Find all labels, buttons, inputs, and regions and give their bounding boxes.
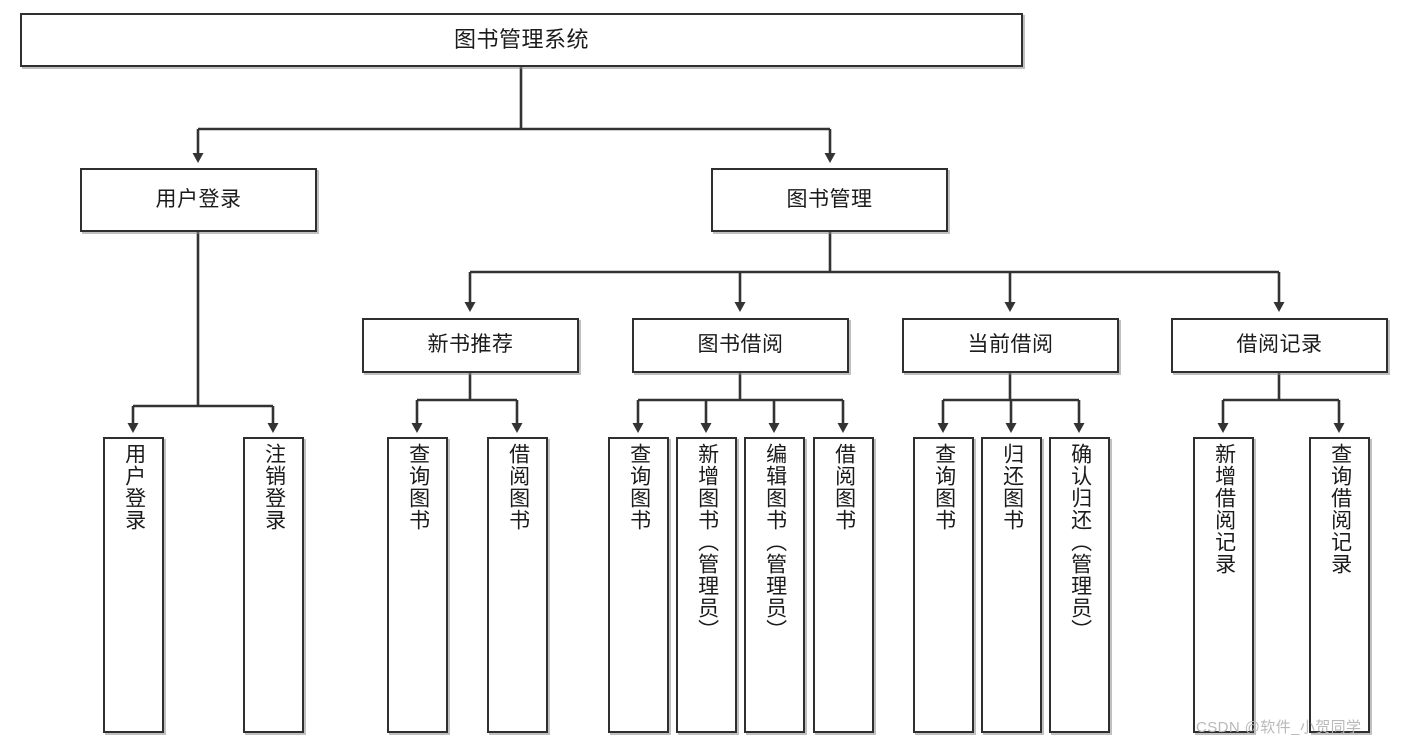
node-leaf-user-login[interactable]: 用户登录 [103, 437, 164, 733]
node-borrow-record[interactable]: 借阅记录 [1171, 318, 1388, 373]
node-leaf-add-book-label: 新增图书（管理员） [695, 443, 719, 641]
node-leaf-borrow-book-2-label: 借阅图书 [832, 443, 856, 531]
node-leaf-return-book[interactable]: 归还图书 [981, 437, 1042, 733]
node-leaf-query-book-2[interactable]: 查询图书 [608, 437, 669, 733]
node-leaf-edit-book-label: 编辑图书（管理员） [763, 443, 787, 641]
node-leaf-logout-login-label: 注销登录 [262, 443, 286, 531]
node-leaf-confirm-return-label: 确认归还（管理员） [1068, 443, 1092, 641]
node-book-borrow[interactable]: 图书借阅 [632, 318, 849, 373]
node-leaf-borrow-book-1[interactable]: 借阅图书 [487, 437, 548, 733]
node-leaf-query-record-label: 查询借阅记录 [1328, 443, 1352, 575]
node-new-book-recommend[interactable]: 新书推荐 [362, 318, 579, 373]
node-leaf-query-book-2-label: 查询图书 [627, 443, 651, 531]
watermark-text: CSDN @软件_小贺同学 [1196, 719, 1362, 736]
node-leaf-confirm-return[interactable]: 确认归还（管理员） [1049, 437, 1110, 733]
node-root-label: 图书管理系统 [453, 27, 589, 53]
node-leaf-borrow-book-1-label: 借阅图书 [506, 443, 530, 531]
node-current-borrow-label: 当前借阅 [967, 333, 1054, 357]
node-leaf-query-book-1[interactable]: 查询图书 [387, 437, 448, 733]
node-leaf-query-book-3-label: 查询图书 [932, 443, 956, 531]
node-leaf-add-book[interactable]: 新增图书（管理员） [676, 437, 737, 733]
node-leaf-query-record[interactable]: 查询借阅记录 [1309, 437, 1370, 733]
node-leaf-logout-login[interactable]: 注销登录 [243, 437, 304, 733]
node-book-manage[interactable]: 图书管理 [711, 168, 948, 232]
node-leaf-user-login-label: 用户登录 [122, 443, 146, 531]
node-leaf-return-book-label: 归还图书 [1000, 443, 1024, 531]
node-borrow-record-label: 借阅记录 [1236, 333, 1323, 357]
node-user-login-label: 用户登录 [155, 187, 242, 211]
node-root[interactable]: 图书管理系统 [20, 13, 1023, 67]
node-book-manage-label: 图书管理 [786, 187, 873, 211]
node-new-book-recommend-label: 新书推荐 [427, 333, 514, 357]
node-book-borrow-label: 图书借阅 [697, 333, 784, 357]
node-leaf-borrow-book-2[interactable]: 借阅图书 [813, 437, 874, 733]
node-leaf-query-book-3[interactable]: 查询图书 [913, 437, 974, 733]
node-leaf-query-book-1-label: 查询图书 [406, 443, 430, 531]
node-current-borrow[interactable]: 当前借阅 [902, 318, 1119, 373]
node-leaf-edit-book[interactable]: 编辑图书（管理员） [744, 437, 805, 733]
node-leaf-add-record[interactable]: 新增借阅记录 [1193, 437, 1254, 733]
node-user-login[interactable]: 用户登录 [80, 168, 317, 232]
node-leaf-add-record-label: 新增借阅记录 [1212, 443, 1236, 575]
